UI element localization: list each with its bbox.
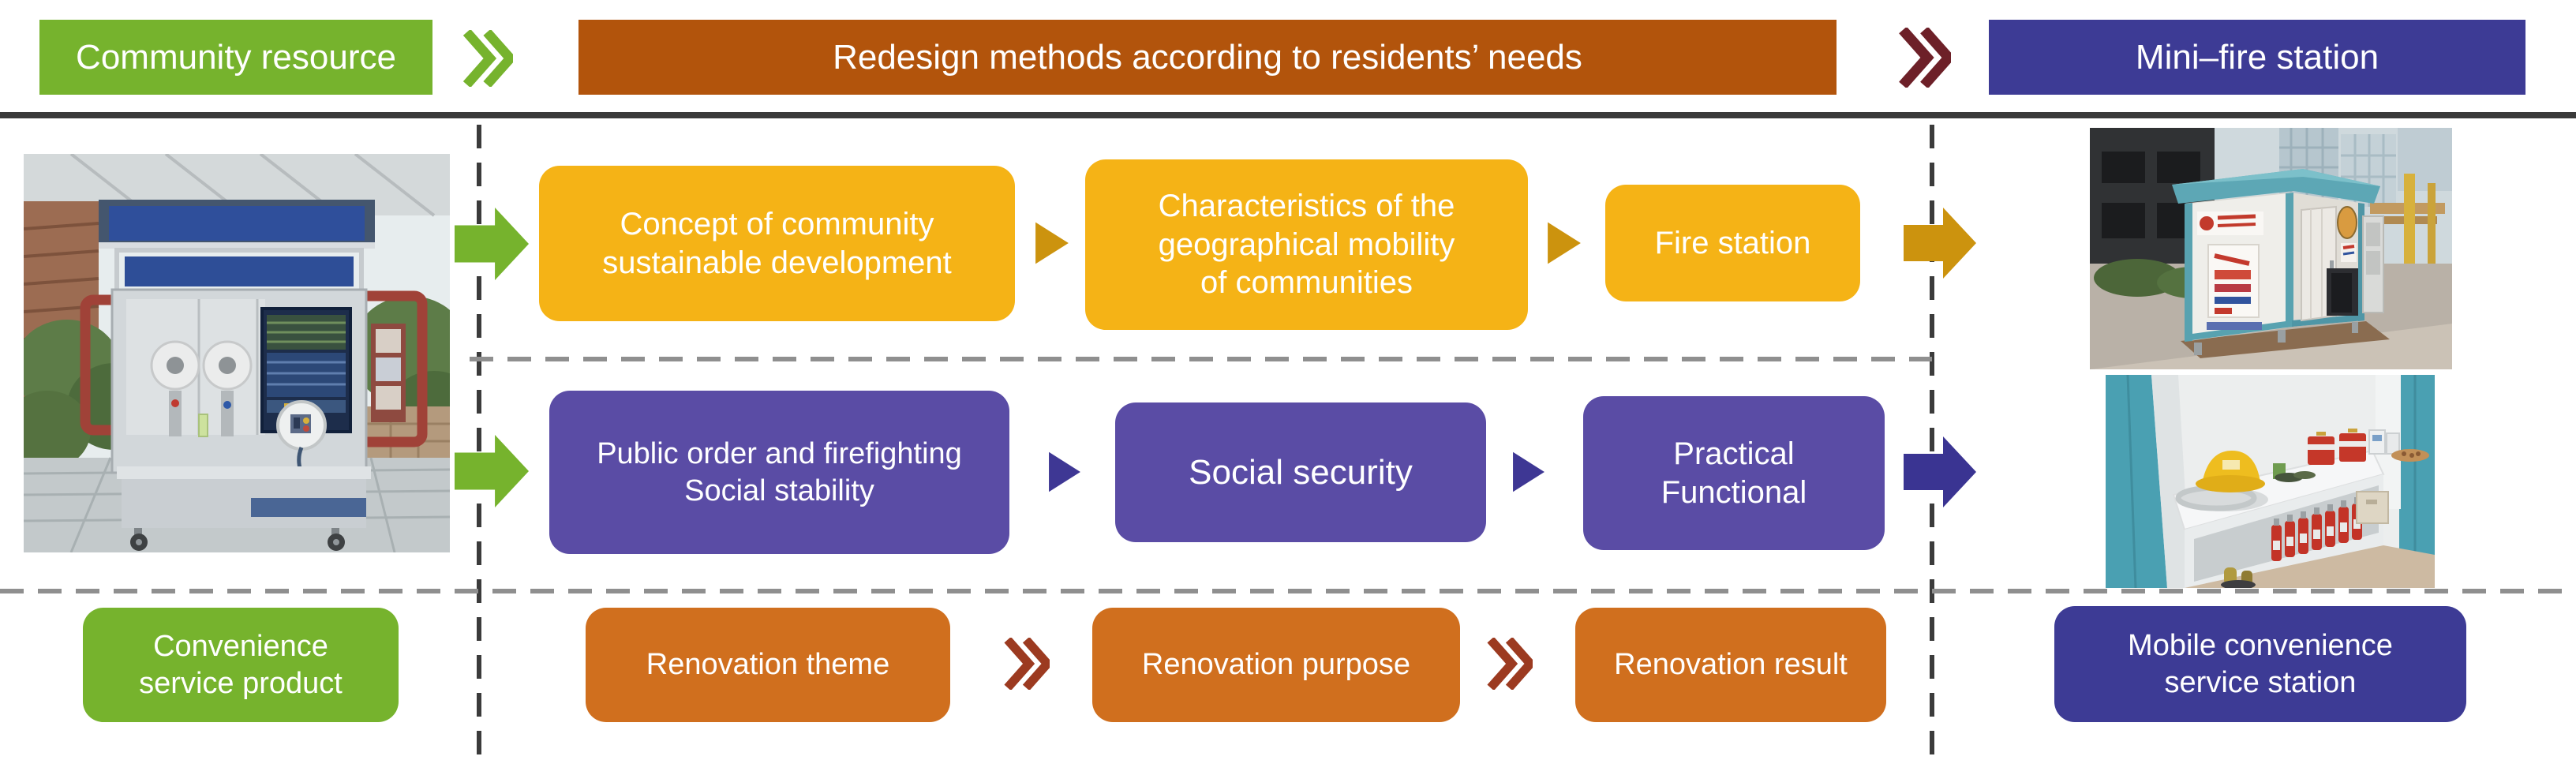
photo-mini-fire-station — [2090, 128, 2452, 369]
public-order-line2: Social stability — [684, 474, 874, 507]
renovation-result-label: Renovation result — [1614, 648, 1848, 682]
indigo-arrow-icon — [1904, 436, 1976, 507]
concept-line1: Concept of community — [620, 206, 934, 241]
fire-station-box: Fire station — [1605, 185, 1860, 301]
mobile-station-line2: service station — [2164, 665, 2357, 699]
characteristics-line3: of communities — [1200, 265, 1413, 301]
community-resource-label: Community resource — [76, 37, 396, 77]
green-arrow-icon — [455, 208, 529, 280]
concept-box: Concept of community sustainable develop… — [539, 166, 1015, 321]
social-security-label: Social security — [1189, 452, 1413, 492]
chevron-right-icon — [462, 30, 513, 87]
community-resource-box: Community resource — [39, 20, 432, 95]
dashed-separator-bottom — [0, 589, 2576, 593]
gold-arrow-icon — [1904, 208, 1976, 279]
mini-fire-station-label: Mini–fire station — [2135, 37, 2379, 77]
characteristics-line2: geographical mobility — [1158, 227, 1455, 262]
triangle-right-icon — [1513, 451, 1544, 492]
photo-community-kiosk — [24, 154, 450, 552]
renovation-purpose-box: Renovation purpose — [1092, 608, 1460, 722]
dashed-separator-right — [1930, 125, 1934, 756]
redesign-methods-box: Redesign methods according to residents’… — [578, 20, 1837, 95]
triangle-right-icon — [1049, 451, 1080, 492]
renovation-result-box: Renovation result — [1575, 608, 1886, 722]
functional-line: Functional — [1661, 474, 1807, 510]
practical-line: Practical — [1673, 436, 1795, 471]
social-security-box: Social security — [1115, 402, 1486, 542]
photo-service-station-interior — [2106, 375, 2435, 588]
mobile-service-station-box: Mobile convenience service station — [2054, 606, 2466, 722]
concept-line2: sustainable development — [602, 245, 952, 280]
dashed-separator-middle — [470, 357, 1932, 361]
redesign-methods-label: Redesign methods according to residents’… — [833, 37, 1582, 77]
public-order-line1: Public order and firefighting — [597, 437, 962, 471]
practical-functional-box: Practical Functional — [1583, 396, 1885, 550]
characteristics-box: Characteristics of the geographical mobi… — [1085, 159, 1528, 330]
chevron-right-icon — [1004, 638, 1050, 690]
renovation-purpose-label: Renovation purpose — [1141, 648, 1411, 682]
convenience-line1: Convenience — [153, 630, 328, 664]
dashed-separator-left — [477, 125, 481, 756]
public-order-box: Public order and firefighting Social sta… — [549, 391, 1009, 554]
mini-fire-station-box: Mini–fire station — [1989, 20, 2525, 95]
mobile-station-line1: Mobile convenience — [2128, 629, 2393, 663]
fire-station-label: Fire station — [1654, 225, 1811, 260]
header-divider-line — [0, 112, 2576, 118]
chevron-right-icon — [1899, 28, 1951, 88]
triangle-right-icon — [1548, 222, 1581, 264]
chevron-right-icon — [1487, 638, 1533, 690]
renovation-theme-label: Renovation theme — [646, 648, 890, 682]
characteristics-line1: Characteristics of the — [1158, 188, 1455, 223]
convenience-line2: service product — [139, 666, 343, 700]
convenience-product-box: Convenience service product — [83, 608, 399, 722]
green-arrow-icon — [455, 435, 529, 507]
triangle-right-icon — [1035, 222, 1069, 264]
renovation-theme-box: Renovation theme — [586, 608, 950, 722]
